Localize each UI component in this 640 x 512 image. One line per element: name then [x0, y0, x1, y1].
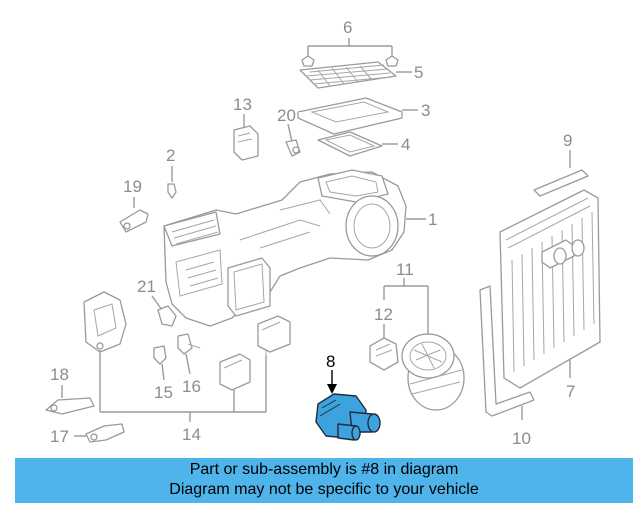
part-20-sensor [285, 123, 301, 157]
callout-9: 9 [563, 131, 572, 150]
part-17-bracket [74, 423, 125, 443]
part-18-bracket [45, 385, 95, 415]
callout-12: 12 [374, 305, 393, 324]
callout-16: 16 [182, 377, 201, 396]
part-6-clips [301, 38, 399, 67]
part-11-blower-motor [383, 278, 465, 411]
actuator-lower [219, 353, 251, 391]
part-10-seal [479, 285, 535, 420]
actuator-upper [257, 315, 291, 356]
caption-line-2: Diagram may not be specific to your vehi… [169, 481, 479, 498]
callout-3: 3 [421, 101, 430, 120]
part-13-connector [233, 114, 259, 161]
part-3-filter-housing [297, 97, 418, 135]
callout-14: 14 [182, 425, 201, 444]
callout-19: 19 [123, 177, 142, 196]
callout-4: 4 [401, 135, 410, 154]
callout-21: 21 [137, 277, 156, 296]
callout-20: 20 [277, 106, 296, 125]
parts-diagram: 6 5 3 4 13 20 2 [45, 18, 601, 448]
callout-5: 5 [414, 63, 423, 82]
callout-17: 17 [50, 427, 69, 446]
callout-7: 7 [566, 382, 575, 401]
callout-1: 1 [428, 210, 437, 229]
callout-8: 8 [326, 352, 335, 371]
part-8-highlighted [315, 370, 381, 441]
callout-13: 13 [233, 95, 252, 114]
part-12-resistor [369, 324, 399, 371]
caption-bar: Part or sub-assembly is #8 in diagram Di… [15, 458, 633, 503]
caption-line-1: Part or sub-assembly is #8 in diagram [189, 461, 459, 478]
part-5-filter-grille [299, 61, 412, 89]
callout-10: 10 [512, 429, 531, 448]
part-7-heater-core [499, 189, 601, 389]
part-15-sensor [153, 345, 167, 381]
part-2-clip [167, 166, 177, 199]
callout-15: 15 [154, 383, 173, 402]
part-16-sensor [177, 333, 201, 375]
part-19-sensor-bracket [119, 197, 149, 233]
part-9-strip [533, 150, 589, 197]
callout-6: 6 [343, 18, 352, 37]
part-4-gasket [317, 131, 398, 157]
part-14-leader [99, 350, 267, 422]
part-1-hvac-housing [163, 169, 426, 327]
callout-11: 11 [396, 260, 414, 279]
part-21-sensor [151, 295, 177, 327]
callout-2: 2 [166, 146, 175, 165]
actuator-bracket [83, 291, 127, 353]
callout-18: 18 [50, 365, 69, 384]
